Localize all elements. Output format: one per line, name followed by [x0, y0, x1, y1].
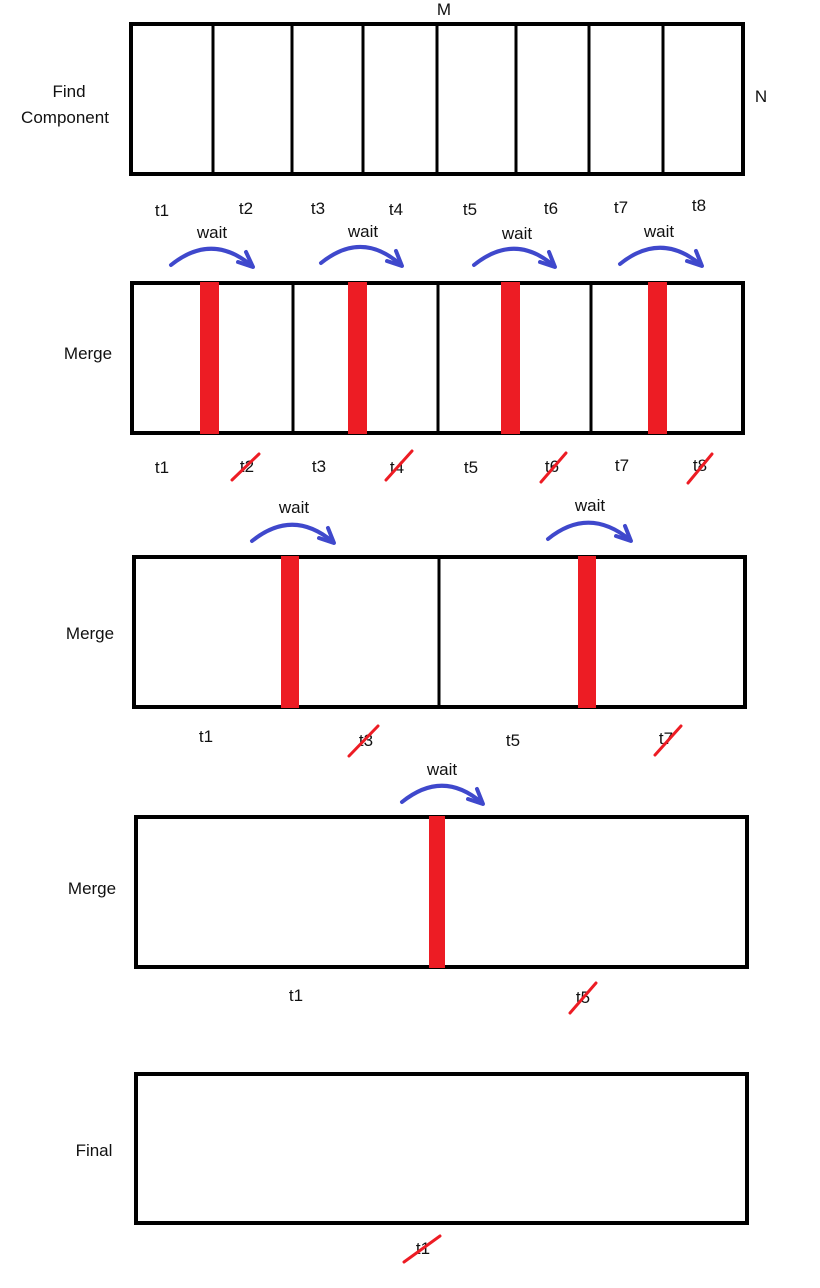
- wait-arrow: [472, 246, 557, 269]
- strike-mark: [230, 452, 261, 482]
- wait-label: wait: [196, 223, 228, 242]
- final-box: [134, 1072, 749, 1225]
- thread-label-t7: t7: [614, 198, 628, 217]
- merge-bar: [200, 282, 219, 434]
- stage-label-merge: Merge: [64, 344, 112, 363]
- thread-label-t5: t5: [463, 200, 477, 219]
- stage-label-component: Component: [21, 108, 109, 127]
- merge-bar: [501, 282, 520, 434]
- find-component-grid: [129, 22, 745, 176]
- thread-label-t1: t1: [155, 458, 169, 477]
- strike-mark: [568, 981, 598, 1015]
- wait-arrow: [400, 783, 485, 806]
- strike-mark: [686, 452, 714, 485]
- thread-label-t1: t1: [155, 201, 169, 220]
- merge-bar: [348, 282, 367, 434]
- strike-mark: [653, 724, 683, 757]
- label-n: N: [755, 87, 767, 106]
- wait-label: wait: [501, 224, 533, 243]
- thread-label-t7: t7: [659, 729, 673, 748]
- thread-label-t6: t6: [544, 199, 558, 218]
- strike-mark: [402, 1234, 442, 1264]
- thread-label-t8: t8: [693, 456, 707, 475]
- merge-grid-4: [130, 281, 745, 435]
- stage-label-merge: Merge: [68, 879, 116, 898]
- merge-bar: [648, 282, 667, 434]
- wait-arrow: [169, 246, 255, 269]
- wait-arrow: [546, 520, 633, 543]
- wait-arrow: [319, 245, 404, 268]
- label-m: M: [437, 0, 451, 19]
- wait-arrow: [618, 245, 704, 268]
- thread-label-t2: t2: [239, 199, 253, 218]
- wait-label: wait: [574, 496, 606, 515]
- strike-mark: [384, 449, 414, 482]
- wait-label: wait: [278, 498, 310, 517]
- merge-grid-2: [132, 555, 747, 709]
- thread-label-t7: t7: [615, 456, 629, 475]
- thread-label-t1: t1: [199, 727, 213, 746]
- merge-bar: [429, 816, 445, 968]
- wait-label: wait: [643, 222, 675, 241]
- thread-label-t3: t3: [311, 199, 325, 218]
- thread-label-t1: t1: [289, 986, 303, 1005]
- stage-label-final: Final: [76, 1141, 113, 1160]
- merge-bar: [281, 556, 299, 708]
- strike-mark: [347, 724, 380, 758]
- thread-label-t4: t4: [389, 200, 403, 219]
- wait-arrow: [250, 522, 336, 545]
- wait-label: wait: [347, 222, 379, 241]
- thread-label-t5: t5: [506, 731, 520, 750]
- merge-grid-1: [134, 815, 749, 969]
- merge-bar: [578, 556, 596, 708]
- thread-label-t3: t3: [312, 457, 326, 476]
- strike-mark: [539, 451, 568, 484]
- thread-label-t8: t8: [692, 196, 706, 215]
- stage-label-find: Find: [52, 82, 85, 101]
- wait-label: wait: [426, 760, 458, 779]
- thread-label-t5: t5: [464, 458, 478, 477]
- stage-label-merge: Merge: [66, 624, 114, 643]
